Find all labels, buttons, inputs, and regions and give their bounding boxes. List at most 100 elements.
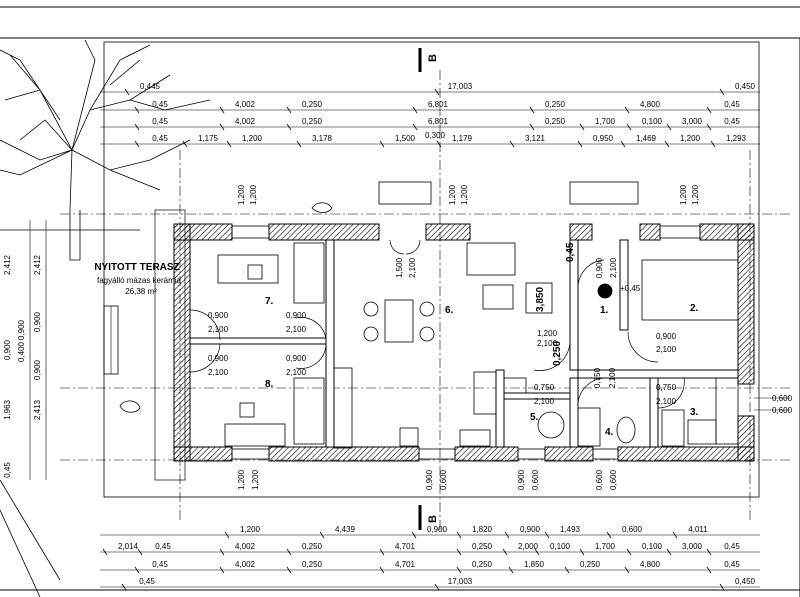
dim-top-row-0-tick-2 bbox=[719, 88, 725, 96]
dim-bottom-row-1-tick-11 bbox=[706, 548, 712, 556]
windows bbox=[231, 181, 701, 460]
dim-bottom-row-0-tick-2 bbox=[411, 531, 417, 539]
dim-top-row-2-label-0: 0,45 bbox=[152, 117, 168, 126]
dim-bottom-row-3-label-0: 0,45 bbox=[139, 577, 155, 586]
dim-left-inner-2: 0,900 bbox=[33, 359, 42, 380]
opening-bottom-pair-7: 0,600 bbox=[609, 469, 618, 490]
room-label-6: 6. bbox=[445, 305, 454, 316]
section-mark-top: B bbox=[418, 48, 439, 72]
dim-right-2: 0,600 bbox=[772, 406, 793, 415]
dim-bottom-row-1-tick-8 bbox=[579, 548, 585, 556]
room-label-1: 1. bbox=[600, 305, 609, 316]
dim-left-inner-0: 2,412 bbox=[33, 254, 42, 275]
dim-bottom-row-3-tick-0 bbox=[121, 583, 127, 591]
door-2-width: 0,900 bbox=[656, 332, 677, 341]
dim-bottom-row-2-label-0: 0,45 bbox=[152, 560, 168, 569]
dim-left-inner-3: 2,413 bbox=[33, 399, 42, 420]
dim-bottom-row-2-tick-4 bbox=[456, 566, 462, 574]
dim-bottom-row-0-label-3: 1,820 bbox=[472, 525, 493, 534]
dim-bottom-row-0-tick-1 bbox=[319, 531, 325, 539]
kitchen-dim-b: 0,45 bbox=[565, 242, 576, 262]
dim-bottom-row-1-label-2: 4,002 bbox=[235, 542, 256, 551]
dim-top-row-0-label-0: 0,445 bbox=[140, 82, 161, 91]
opening-top-pair-1: 1,200 bbox=[249, 184, 258, 205]
dim-top-row-3-label-2: 1,200 bbox=[242, 134, 263, 143]
dim-bottom-row-2-tick-1 bbox=[219, 566, 225, 574]
dim-bottom-row-2-tick-7 bbox=[624, 566, 630, 574]
terrace-area: 26,38 m² bbox=[125, 287, 157, 296]
dim-top-row-2-tick-2 bbox=[286, 123, 292, 131]
dim-top-row-3-label-6: 3,121 bbox=[525, 134, 546, 143]
dim-top-row-1-tick-1 bbox=[219, 106, 225, 114]
dim-top-row-3-tick-5 bbox=[436, 140, 442, 148]
dim-bottom-row-0-label-1: 4,439 bbox=[335, 525, 356, 534]
dim-bottom-row-1-tick-4 bbox=[379, 548, 385, 556]
room-label-3: 3. bbox=[690, 407, 699, 418]
dim-bottom-row-1-label-11: 0,45 bbox=[724, 542, 740, 551]
dimension-lines-left: 2,4120,9001,9630,452,4120,9000,9002,4130… bbox=[3, 220, 47, 480]
dim-left-stack-1: 0,400 bbox=[17, 341, 26, 362]
dim-bottom-row-1-tick-5 bbox=[456, 548, 462, 556]
section-mark-bottom: B bbox=[418, 505, 439, 530]
dim-top-row-2-tick-3 bbox=[412, 123, 418, 131]
door-3-width: 0,750 bbox=[656, 383, 677, 392]
dim-bottom-row-2-label-6: 0,250 bbox=[580, 560, 601, 569]
dim-top-row-3-label-3: 3,178 bbox=[312, 134, 333, 143]
dim-top-row-3-tick-7 bbox=[577, 140, 583, 148]
terrace-title: NYITOTT TERASZ bbox=[94, 262, 179, 273]
dim-top-row-3-tick-9 bbox=[664, 140, 670, 148]
level-marker: +0,45 bbox=[620, 284, 641, 293]
dim-top-row-1-label-4: 0,250 bbox=[545, 100, 566, 109]
dim-top-row-2-label-3: 6,801 bbox=[428, 117, 449, 126]
dim-top-row-3-tick-2 bbox=[226, 140, 232, 148]
door-2-height: 2,100 bbox=[656, 345, 677, 354]
dim-bottom-row-1-label-10: 3,000 bbox=[682, 542, 703, 551]
section-label-top: B bbox=[427, 54, 439, 62]
dim-top-row-3-tick-8 bbox=[620, 140, 626, 148]
dim-top-row-1-label-1: 4,002 bbox=[235, 100, 256, 109]
door-4-width: 0,750 bbox=[593, 367, 602, 388]
dim-top-row-1-tick-6 bbox=[706, 106, 712, 114]
opening-top-pair-2: 1,200 bbox=[448, 184, 457, 205]
dim-top-row-0-tick-0 bbox=[124, 88, 130, 96]
dim-top-row-2-label-4: 0,250 bbox=[545, 117, 566, 126]
dim-bottom-row-1-label-7: 0,100 bbox=[550, 542, 571, 551]
dim-bottom-row-1-label-8: 1,700 bbox=[595, 542, 616, 551]
door-1b-width: 1,200 bbox=[537, 329, 558, 338]
dim-top-row-1-label-5: 4,800 bbox=[640, 100, 661, 109]
dim-top-row-3-label-7: 0,950 bbox=[593, 134, 614, 143]
exterior-walls bbox=[173, 223, 755, 462]
opening-top-pair-0: 1,200 bbox=[237, 184, 246, 205]
dim-top-row-3-label-10: 1,293 bbox=[726, 134, 747, 143]
door-6a-height: 2,100 bbox=[408, 257, 417, 278]
dim-bottom-row-2-label-3: 4,701 bbox=[395, 560, 416, 569]
dim-bottom-row-1-tick-1 bbox=[137, 548, 143, 556]
dim-top-row-2-tick-7 bbox=[666, 123, 672, 131]
dim-bottom-row-1-label-4: 4,701 bbox=[395, 542, 416, 551]
dim-bottom-row-1-label-9: 0,100 bbox=[642, 542, 663, 551]
dim-top-row-3-tick-3 bbox=[296, 140, 302, 148]
dim-top-row-3-label-5: 1,179 bbox=[452, 134, 473, 143]
tree-sketch bbox=[0, 39, 211, 597]
dim-top-row-3-label-9: 1,200 bbox=[680, 134, 701, 143]
dim-bottom-row-3-label-2: 0,450 bbox=[735, 577, 756, 586]
door-5-height: 2,100 bbox=[534, 397, 555, 406]
dim-bottom-row-2-tick-6 bbox=[564, 566, 570, 574]
room-label-5: 5. bbox=[530, 412, 539, 423]
dim-top-row-2-tick-5 bbox=[579, 123, 585, 131]
dim-bottom-row-1-tick-3 bbox=[286, 548, 292, 556]
dim-bottom-row-1-label-1: 0,45 bbox=[155, 542, 171, 551]
dim-top-row-3-label-8: 1,469 bbox=[636, 134, 657, 143]
opening-bottom-pair-5: 0,600 bbox=[531, 469, 540, 490]
door-7-width: 0,900 bbox=[208, 311, 229, 320]
opening-bottom-pair-0: 1,200 bbox=[237, 469, 246, 490]
room-label-8: 8. bbox=[265, 379, 274, 390]
dim-bottom-row-1-tick-0 bbox=[102, 548, 108, 556]
dim-bottom-row-2-tick-5 bbox=[508, 566, 514, 574]
dim-bottom-row-1-tick-10 bbox=[666, 548, 672, 556]
terrace: NYITOTT TERASZ fagyálló mázas kerámia 26… bbox=[94, 209, 186, 481]
opening-top-pair-3: 1,200 bbox=[460, 184, 469, 205]
door-7b-width: 0,900 bbox=[286, 311, 307, 320]
